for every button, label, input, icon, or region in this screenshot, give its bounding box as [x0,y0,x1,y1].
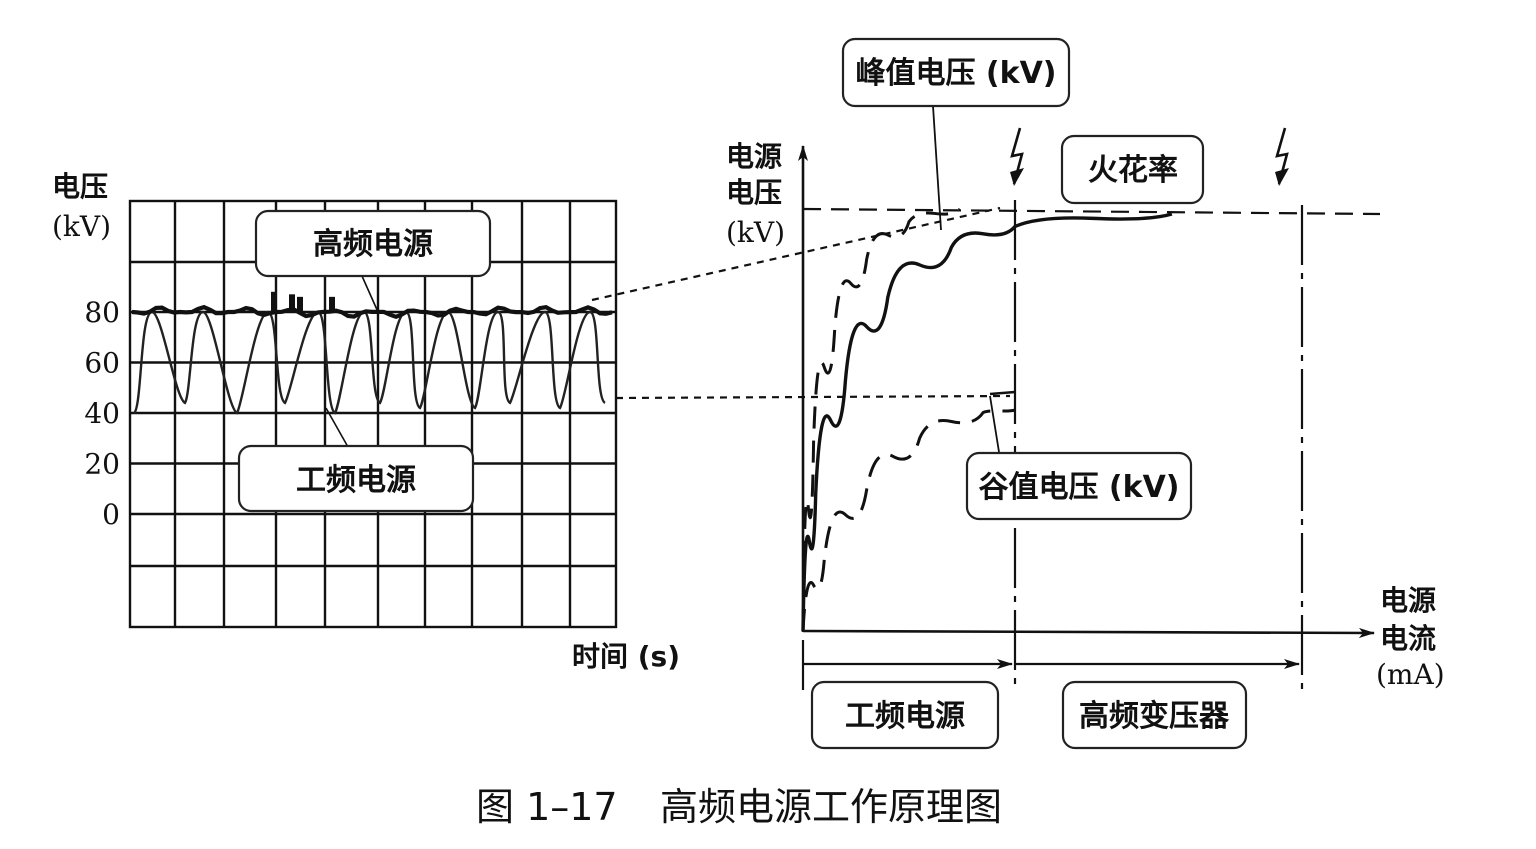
y-tick-label: 0 [102,498,120,531]
label-box-power-frequency [237,444,475,513]
y-tick-label: 80 [84,296,120,329]
curve-valley-voltage [801,408,1016,632]
spark-lightning-icon [1010,127,1024,186]
label-peak-voltage: 峰值电压 (kV) [855,56,1056,91]
y-tick-label: 40 [84,397,120,430]
range-box-hf-transformer [1061,680,1248,750]
label-power-frequency: 工频电源 [296,463,416,498]
right-ylabel-line1: 电源 [726,140,782,173]
y-tick-label: 60 [84,347,120,380]
label-high-frequency: 高频电源 [313,227,433,262]
connector-peak [591,206,1001,302]
label-box-peak-voltage [841,37,1071,108]
label-box-valley-voltage [965,451,1193,521]
spark-lightning-icon [1275,127,1289,186]
valley-end-segment [989,390,1016,396]
figure-caption-title: 高频电源工作原理图 [660,785,1002,829]
peak-level-line [802,207,1381,216]
left-ylabel-line2: (kV) [52,210,111,243]
right-xlabel-line1: 电源 [1380,584,1436,617]
range-box-power-frequency [810,680,1000,750]
right-xlabel-line2: 电流 [1380,622,1436,655]
label-valley-voltage: 谷值电压 (kV) [978,470,1179,505]
callout-leader-power-frequency [325,407,349,448]
x-axis [802,627,1375,638]
high-frequency-waveform [131,304,613,320]
right-ylabel-line2: 电压 [726,176,782,209]
curve-mean-voltage [801,212,1173,632]
series-power-frequency [132,310,606,415]
figure-caption-number: 图 1–17 [476,785,618,829]
left-xlabel: 时间 (s) [572,640,680,673]
right-ylabel-line3: (kV) [726,216,785,249]
callout-leader-valley [989,395,1000,453]
left-ylabel-line1: 电压 [52,170,108,203]
left-chart: 电压 (kV) 80 60 40 20 0 高频电源 工频电源 时间 (s) [52,170,680,673]
range-label-power-frequency: 工频电源 [845,699,965,734]
high-frequency-spike [329,296,335,312]
high-frequency-spike [271,291,277,312]
right-xlabel-line3: (mA) [1376,658,1445,691]
high-frequency-spike [289,294,295,312]
connector-valley [615,394,1011,400]
series-high-frequency [131,291,613,320]
range-label-hf-transformer: 高频变压器 [1079,699,1230,734]
callout-leader-peak [932,105,942,231]
callout-leader-high-frequency [361,275,379,313]
left-y-ticks: 80 60 40 20 0 [84,296,120,531]
right-chart: 电源 电压 (kV) 峰值电压 (kV) 火花率 [726,37,1445,750]
curve-peak-voltage [801,207,961,632]
y-tick-label: 20 [84,448,120,481]
label-box-high-frequency [254,209,492,278]
label-spark-rate: 火花率 [1088,153,1178,188]
label-box-spark-rate [1060,134,1205,205]
power-frequency-waveform [132,310,606,415]
high-frequency-spike [297,296,303,312]
